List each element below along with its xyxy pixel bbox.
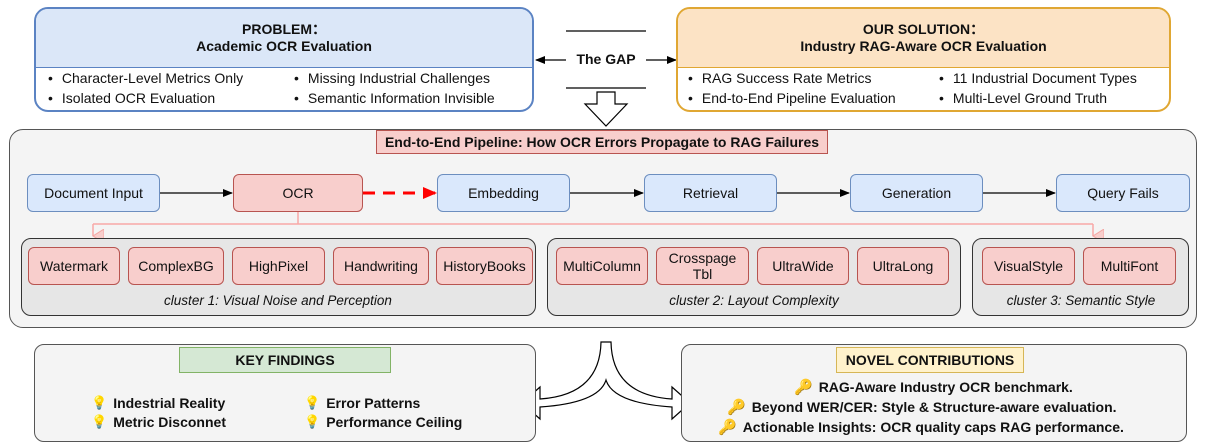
pipeline-title: End-to-End Pipeline: How OCR Errors Prop… xyxy=(376,130,828,154)
contribution-item: 🔑 RAG-Aware Industry OCR benchmark. xyxy=(794,378,1073,396)
split-curved-arrow xyxy=(521,341,691,421)
solution-header: OUR SOLUTION： Industry RAG-Aware OCR Eva… xyxy=(678,9,1169,68)
key-icon: 🔑 xyxy=(718,419,737,436)
finding-item: 💡 Metric Disconnet xyxy=(91,414,226,430)
finding-text: Indestrial Reality xyxy=(113,395,226,411)
cluster-label: cluster 3: Semantic Style xyxy=(1006,293,1156,308)
solution-bullet: 11 Industrial Document Types xyxy=(939,68,1137,88)
contribution-text: RAG-Aware Industry OCR benchmark. xyxy=(818,379,1073,395)
problem-bullets-left: Character-Level Metrics Only Isolated OC… xyxy=(48,68,243,108)
down-hollow-arrow xyxy=(583,91,629,127)
cluster-label: cluster 2: Layout Complexity xyxy=(669,293,839,308)
problem-header: PROBLEM： Academic OCR Evaluation xyxy=(36,9,532,68)
solution-box: OUR SOLUTION： Industry RAG-Aware OCR Eva… xyxy=(676,7,1171,112)
contribution-item: 🔑 Actionable Insights: OCR quality caps … xyxy=(718,418,1124,436)
solution-bullet: RAG Success Rate Metrics xyxy=(688,68,896,88)
finding-item: 💡 Indestrial Reality xyxy=(91,395,225,411)
cluster-item-visualstyle: VisualStyle xyxy=(982,247,1075,285)
finding-text: Error Patterns xyxy=(326,395,421,411)
solution-title: Industry RAG-Aware OCR Evaluation xyxy=(800,38,1047,54)
problem-title: Academic OCR Evaluation xyxy=(196,38,372,54)
solution-bullet: End-to-End Pipeline Evaluation xyxy=(688,88,896,108)
pipeline-node-query-fails: Query Fails xyxy=(1056,174,1190,212)
cluster-item-complexbg: ComplexBG xyxy=(128,247,224,285)
problem-bullets-right: Missing Industrial Challenges Semantic I… xyxy=(294,68,495,108)
solution-bullets-left: RAG Success Rate Metrics End-to-End Pipe… xyxy=(688,68,896,108)
pipeline-node-ocr: OCR xyxy=(233,174,363,212)
contribution-item: 🔑 Beyond WER/CER: Style & Structure-awar… xyxy=(727,398,1117,416)
lightbulb-icon: 💡 xyxy=(304,395,321,410)
pipeline-node-embedding: Embedding xyxy=(437,174,570,212)
gap-label: The GAP xyxy=(576,51,636,67)
problem-bullet: Semantic Information Invisible xyxy=(294,88,495,108)
pipeline-node-retrieval: Retrieval xyxy=(644,174,777,212)
cluster-item-watermark: Watermark xyxy=(28,247,120,285)
findings-title: KEY FINDINGS xyxy=(179,347,391,373)
lightbulb-icon: 💡 xyxy=(304,414,321,429)
contributions-title: NOVEL CONTRIBUTIONS xyxy=(836,347,1024,373)
cluster-item-ultrawide: UltraWide xyxy=(757,247,849,285)
cluster-item-crosspage-tbl: Crosspage Tbl xyxy=(656,247,749,285)
pipeline-node-document-input: Document Input xyxy=(27,174,160,212)
lightbulb-icon: 💡 xyxy=(91,414,108,429)
cluster-item-handwriting: Handwriting xyxy=(333,247,429,285)
problem-box: PROBLEM： Academic OCR Evaluation Charact… xyxy=(34,7,534,112)
finding-item: 💡 Performance Ceiling xyxy=(304,414,462,430)
pipeline-node-generation: Generation xyxy=(850,174,983,212)
contribution-text: Beyond WER/CER: Style & Structure-aware … xyxy=(751,399,1117,415)
problem-bullet: Isolated OCR Evaluation xyxy=(48,88,243,108)
finding-text: Performance Ceiling xyxy=(326,414,463,430)
finding-text: Metric Disconnet xyxy=(113,414,226,430)
solution-bullet: Multi-Level Ground Truth xyxy=(939,88,1137,108)
problem-bullet: Missing Industrial Challenges xyxy=(294,68,495,88)
finding-item: 💡 Error Patterns xyxy=(304,395,420,411)
key-icon: 🔑 xyxy=(727,399,746,416)
solution-heading: OUR SOLUTION： xyxy=(862,21,985,37)
cluster-label: cluster 1: Visual Noise and Perception xyxy=(164,293,392,308)
key-icon: 🔑 xyxy=(794,379,813,396)
cluster-item-historybooks: HistoryBooks xyxy=(436,247,533,285)
solution-bullets-right: 11 Industrial Document Types Multi-Level… xyxy=(939,68,1137,108)
problem-bullet: Character-Level Metrics Only xyxy=(48,68,243,88)
problem-heading: PROBLEM： xyxy=(242,21,326,37)
lightbulb-icon: 💡 xyxy=(91,395,108,410)
cluster-item-ultralong: UltraLong xyxy=(857,247,949,285)
contribution-text: Actionable Insights: OCR quality caps RA… xyxy=(742,419,1124,435)
cluster-item-highpixel: HighPixel xyxy=(232,247,325,285)
cluster-item-multifont: MultiFont xyxy=(1083,247,1176,285)
cluster-item-multicolumn: MultiColumn xyxy=(556,247,648,285)
